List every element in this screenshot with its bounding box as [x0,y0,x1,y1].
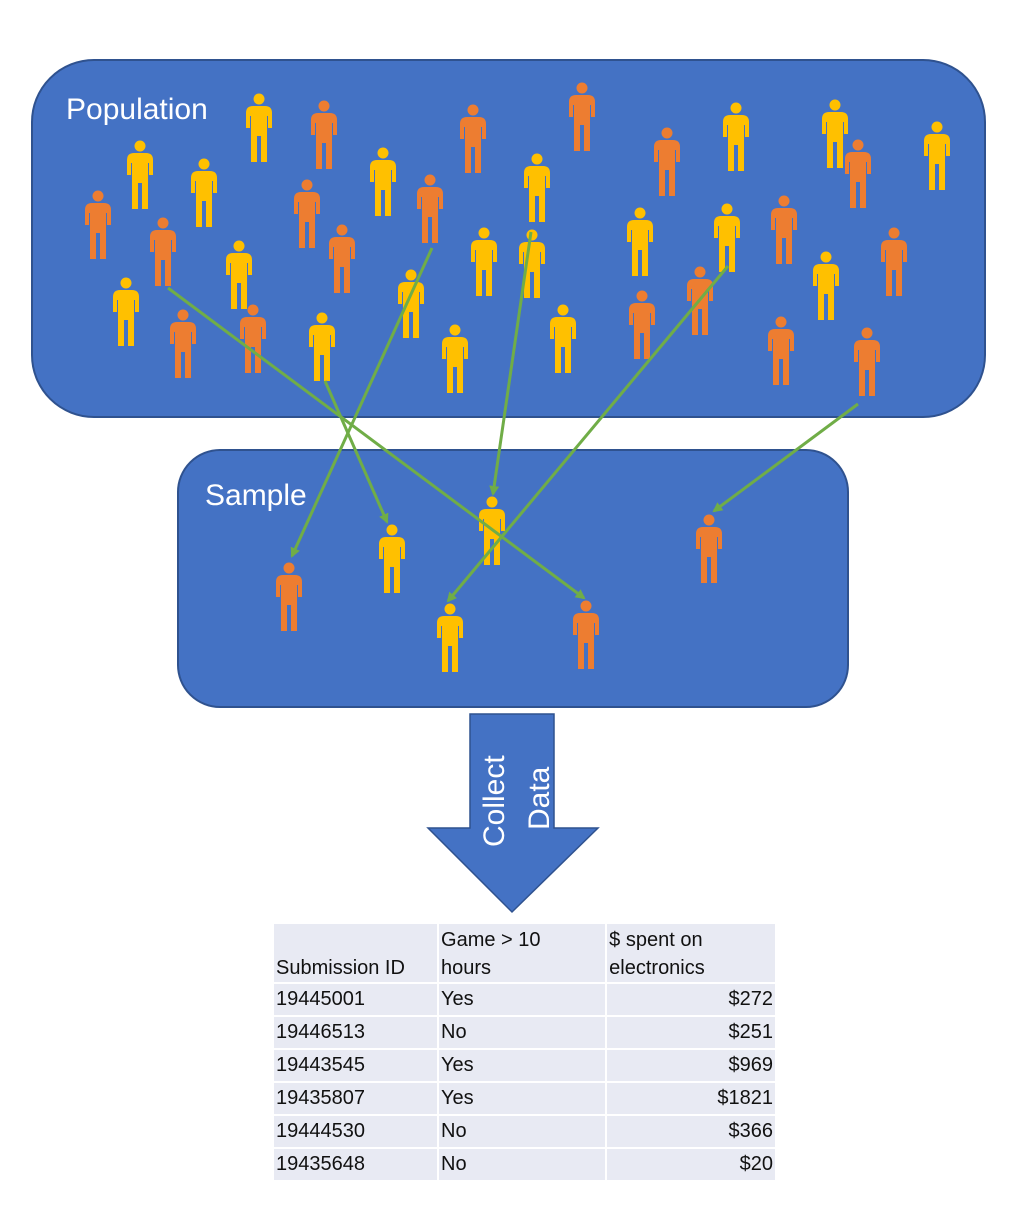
person-icon [924,121,950,190]
cell-submission-id: 19444530 [274,1116,438,1147]
person-icon [654,127,680,196]
selection-arrow [290,247,434,558]
selection-arrow [446,265,730,603]
person-icon [768,316,794,385]
header-game-hours: Game > 10 hours [439,924,606,982]
person-icon [696,514,722,583]
population-label: Population [66,93,208,126]
cell-game-hours: No [439,1149,606,1180]
table-row: 19443545 Yes $969 [274,1050,775,1081]
person-icon [550,304,576,373]
cell-submission-id: 19446513 [274,1017,438,1048]
person-icon [627,207,653,276]
collect-data-label-line2: Data [523,766,556,830]
collect-data-label-line1: Collect [478,755,511,847]
person-icon [629,290,655,359]
person-icon [471,227,497,296]
cell-game-hours: No [439,1017,606,1048]
cell-submission-id: 19435807 [274,1083,438,1114]
person-icon [854,327,880,396]
header-submission-id: Submission ID [274,924,438,982]
cell-game-hours: No [439,1116,606,1147]
cell-game-hours: Yes [439,1083,606,1114]
person-icon [226,240,252,309]
table-row: 19444530 No $366 [274,1116,775,1147]
population-box [31,59,986,418]
table-header-row: Submission ID Game > 10 hours $ spent on… [274,924,775,982]
person-icon [417,174,443,243]
person-icon [881,227,907,296]
person-icon [246,93,272,162]
person-icon [845,139,871,208]
cell-spent: $969 [607,1050,775,1081]
person-icon [276,562,302,631]
person-icon [191,158,217,227]
person-icon [311,100,337,169]
person-icon [113,277,139,346]
cell-spent: $251 [607,1017,775,1048]
person-icon [723,102,749,171]
person-icon [771,195,797,264]
sample-label: Sample [205,479,307,512]
person-icon [329,224,355,293]
person-icon [127,140,153,209]
table-row: 19445001 Yes $272 [274,984,775,1015]
table-row: 19435648 No $20 [274,1149,775,1180]
person-icon [85,190,111,259]
cell-spent: $1821 [607,1083,775,1114]
person-icon [569,82,595,151]
person-icon [294,179,320,248]
cell-submission-id: 19435648 [274,1149,438,1180]
person-icon [460,104,486,173]
person-icon [714,203,740,272]
person-icon [370,147,396,216]
collect-data-arrow [426,713,600,914]
selection-arrow [167,286,586,600]
cell-game-hours: Yes [439,1050,606,1081]
person-icon [813,251,839,320]
cell-spent: $366 [607,1116,775,1147]
person-icon [822,99,848,168]
cell-spent: $20 [607,1149,775,1180]
person-icon [442,324,468,393]
person-icon [437,603,463,672]
cell-spent: $272 [607,984,775,1015]
person-icon [170,309,196,378]
table-row: 19435807 Yes $1821 [274,1083,775,1114]
cell-submission-id: 19445001 [274,984,438,1015]
selection-arrow [323,380,389,524]
cell-game-hours: Yes [439,984,606,1015]
header-spent-electronics: $ spent on electronics [607,924,775,982]
cell-submission-id: 19443545 [274,1050,438,1081]
sample-data-table: Submission ID Game > 10 hours $ spent on… [272,922,777,1182]
selection-arrow [489,231,533,496]
person-icon [379,524,405,593]
person-icon [573,600,599,669]
person-icon [398,269,424,338]
person-icon [150,217,176,286]
person-icon [240,304,266,373]
table-row: 19446513 No $251 [274,1017,775,1048]
person-icon [309,312,335,381]
selection-arrow [712,402,859,513]
person-icon [524,153,550,222]
sample-box [177,449,849,708]
